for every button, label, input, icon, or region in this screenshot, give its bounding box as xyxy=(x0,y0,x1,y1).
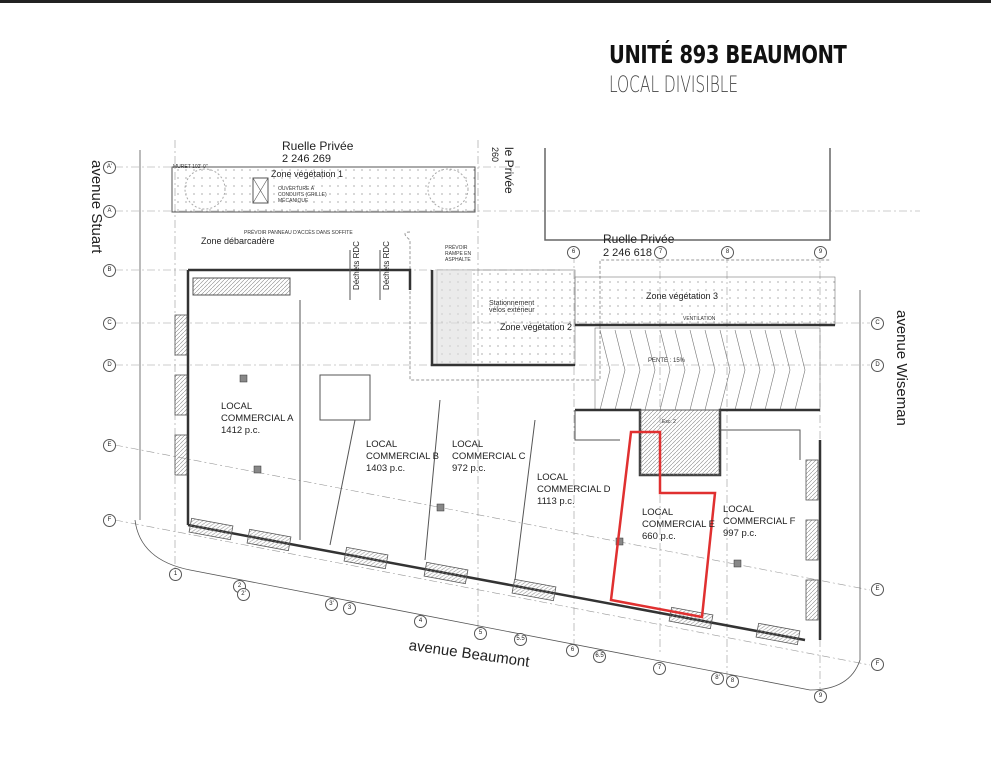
unit-name: LOCAL xyxy=(366,439,398,450)
unit-area: 1403 p.c. xyxy=(366,463,406,474)
zone-vegetation-2-label: Zone végétation 2 xyxy=(500,322,573,332)
page-subtitle: LOCAL DIVISIBLE xyxy=(609,73,739,98)
grid-marker: 7 xyxy=(653,662,666,675)
grid-marker: 3' xyxy=(325,598,338,611)
grid-marker: F xyxy=(103,514,116,527)
ruelle-lot-top: 2 246 269 xyxy=(282,153,331,165)
grid-marker: 7 xyxy=(654,246,667,259)
rampe-note: PRÉVOIR RAMPE EN ASPHALTE xyxy=(445,245,472,263)
stationnement-label: Stationnement vélos extérieur xyxy=(489,300,535,314)
zone-vegetation-1 xyxy=(171,166,476,213)
grid-marker: E xyxy=(871,583,884,596)
unit-e-highlight xyxy=(609,430,717,619)
grid-marker: 2' xyxy=(237,588,250,601)
unit-area: 972 p.c. xyxy=(452,463,486,474)
unit-name: LOCAL xyxy=(723,504,755,515)
grid-marker: D xyxy=(871,359,884,372)
zone-debarcadere-label: Zone débarcadère xyxy=(201,236,275,246)
ouverture-note: OUVERTURE À CONDUITS (GRILLE) MÉCANIQUE xyxy=(278,186,327,204)
unit-area: 660 p.c. xyxy=(642,531,676,542)
grid-marker: C xyxy=(871,317,884,330)
pente-label: PENTE : 15% xyxy=(648,358,686,364)
grid-marker: 6 xyxy=(567,246,580,259)
top-border xyxy=(0,0,991,3)
unit-name: COMMERCIAL A xyxy=(221,413,294,424)
columns xyxy=(239,374,742,568)
unit-name: LOCAL xyxy=(642,507,674,518)
dechets-2: Déchets RDC xyxy=(382,241,391,290)
esc-label: Esc. 2 xyxy=(662,419,676,425)
unit-name: LOCAL xyxy=(537,472,569,483)
grid-marker: 5 xyxy=(474,627,487,640)
grid-marker: 6 xyxy=(566,644,579,657)
street-wiseman: avenue Wiseman xyxy=(893,310,910,426)
grid-marker: A' xyxy=(103,161,116,174)
page-title: UNITÉ 893 BEAUMONT xyxy=(609,40,847,69)
unit-name: COMMERCIAL D xyxy=(537,484,611,495)
ruelle-lot-right: 2 246 618 xyxy=(603,247,652,259)
neighbour-building xyxy=(544,148,831,241)
unit-name: LOCAL xyxy=(452,439,484,450)
grid-marker: 4 xyxy=(414,615,427,628)
grid-marker: 9 xyxy=(814,246,827,259)
grid-marker: B xyxy=(103,264,116,277)
ruelle-lot-side: 260 xyxy=(490,147,500,163)
ruelle-privee-top: Ruelle Privée xyxy=(282,139,354,153)
unit-area: 1113 p.c. xyxy=(537,496,575,507)
grid-marker: 8 xyxy=(721,246,734,259)
ruelle-privee-right: Ruelle Privée xyxy=(603,232,675,246)
parking-ramp xyxy=(594,327,821,411)
grid-marker: 8' xyxy=(711,672,724,685)
zone-vegetation-3-label: Zone végétation 3 xyxy=(646,291,719,301)
grid-marker: 9 xyxy=(814,690,827,703)
grid-marker: 5.5 xyxy=(514,633,527,646)
grid-marker: C xyxy=(103,317,116,330)
grid-marker: F xyxy=(871,658,884,671)
grid-marker: D xyxy=(103,359,116,372)
unit-name: COMMERCIAL C xyxy=(452,451,526,462)
ruelle-privee-side: le Privée xyxy=(502,147,516,194)
grid-marker: E xyxy=(103,439,116,452)
grid-marker: 1 xyxy=(169,568,182,581)
unit-name: COMMERCIAL E xyxy=(642,519,716,530)
zone-vegetation-1-label: Zone végétation 1 xyxy=(271,169,344,179)
ventilation-label: VENTILATION xyxy=(683,316,716,322)
unit-area: 1412 p.c. xyxy=(221,425,261,436)
unit-area: 997 p.c. xyxy=(723,528,757,539)
grid-marker: 8 xyxy=(726,675,739,688)
muret-label: MURET 102'-0" xyxy=(173,164,208,170)
street-stuart: avenue Stuart xyxy=(88,160,105,254)
dechets-1: Déchets RDC xyxy=(352,241,361,290)
grid-marker: A xyxy=(103,205,116,218)
unit-name: LOCAL xyxy=(221,401,253,412)
unit-name: COMMERCIAL F xyxy=(723,516,796,527)
panneau-note: PRÉVOIR PANNEAU D'ACCÈS DANS SOFFITE xyxy=(244,230,353,236)
grid-marker: 6.5 xyxy=(593,650,606,663)
unit-name: COMMERCIAL B xyxy=(366,451,440,462)
interior-partitions xyxy=(192,250,801,581)
grid-marker: 3 xyxy=(343,602,356,615)
